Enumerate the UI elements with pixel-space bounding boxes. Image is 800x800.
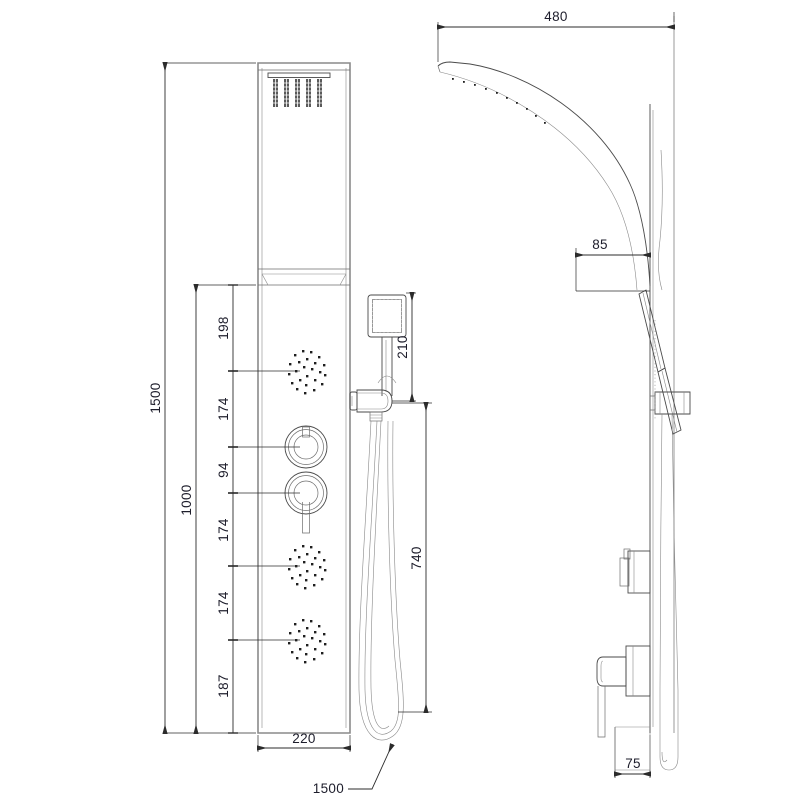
dim-label-1000: 1000 bbox=[179, 484, 194, 515]
mixer-lever-side[interactable] bbox=[596, 645, 651, 738]
side-view bbox=[437, 16, 691, 771]
dim-label-187: 187 bbox=[216, 674, 231, 697]
hose-side bbox=[659, 413, 679, 771]
dim-hose-length: 1500 bbox=[313, 743, 395, 796]
dim-running-stack: 198 174 94 174 174 187 bbox=[216, 284, 300, 734]
curved-shower-arm bbox=[437, 61, 651, 291]
dim-label-75: 75 bbox=[625, 756, 641, 771]
front-view bbox=[257, 62, 407, 741]
shower-panel-body bbox=[257, 62, 351, 734]
flexible-shower-hose bbox=[358, 420, 404, 741]
handheld-shower-handset bbox=[367, 294, 407, 396]
dim-label-174-mid: 174 bbox=[216, 518, 231, 542]
dim-label-174-lower: 174 bbox=[216, 591, 231, 615]
dim-overall-height: 1500 bbox=[148, 62, 256, 734]
dim-label-94: 94 bbox=[216, 462, 231, 478]
dim-label-740: 740 bbox=[409, 546, 424, 569]
dim-handset-length: 210 bbox=[392, 292, 416, 402]
dim-label-198: 198 bbox=[216, 316, 231, 339]
dim-label-210: 210 bbox=[395, 335, 410, 358]
dim-label-174-upper: 174 bbox=[216, 397, 231, 421]
body-jet-middle bbox=[288, 545, 327, 590]
dim-mount-height: 1000 bbox=[179, 284, 256, 734]
overhead-rain-shower-head bbox=[267, 72, 331, 107]
dim-label-480: 480 bbox=[544, 9, 567, 24]
shower-panel-profile bbox=[649, 16, 675, 733]
dim-label-hose-1500: 1500 bbox=[313, 781, 344, 796]
dim-bracket-depth: 85 bbox=[575, 237, 651, 292]
dim-label-1500: 1500 bbox=[148, 382, 163, 413]
dim-label-85: 85 bbox=[592, 237, 608, 252]
diverter-knob-side[interactable] bbox=[619, 548, 651, 594]
dim-base-depth: 75 bbox=[614, 726, 651, 778]
dim-arm-reach: 480 bbox=[437, 9, 675, 62]
dim-panel-width: 220 bbox=[257, 731, 351, 752]
body-jet-upper bbox=[288, 350, 327, 395]
dim-hose-drop: 740 bbox=[392, 402, 432, 713]
front-view-dimensions: 1500 1000 198 174 94 174 174 bbox=[148, 62, 432, 796]
dim-label-220: 220 bbox=[292, 731, 315, 746]
side-view-dimensions: 480 85 75 bbox=[437, 9, 675, 778]
handset-holder-bracket bbox=[349, 389, 393, 422]
